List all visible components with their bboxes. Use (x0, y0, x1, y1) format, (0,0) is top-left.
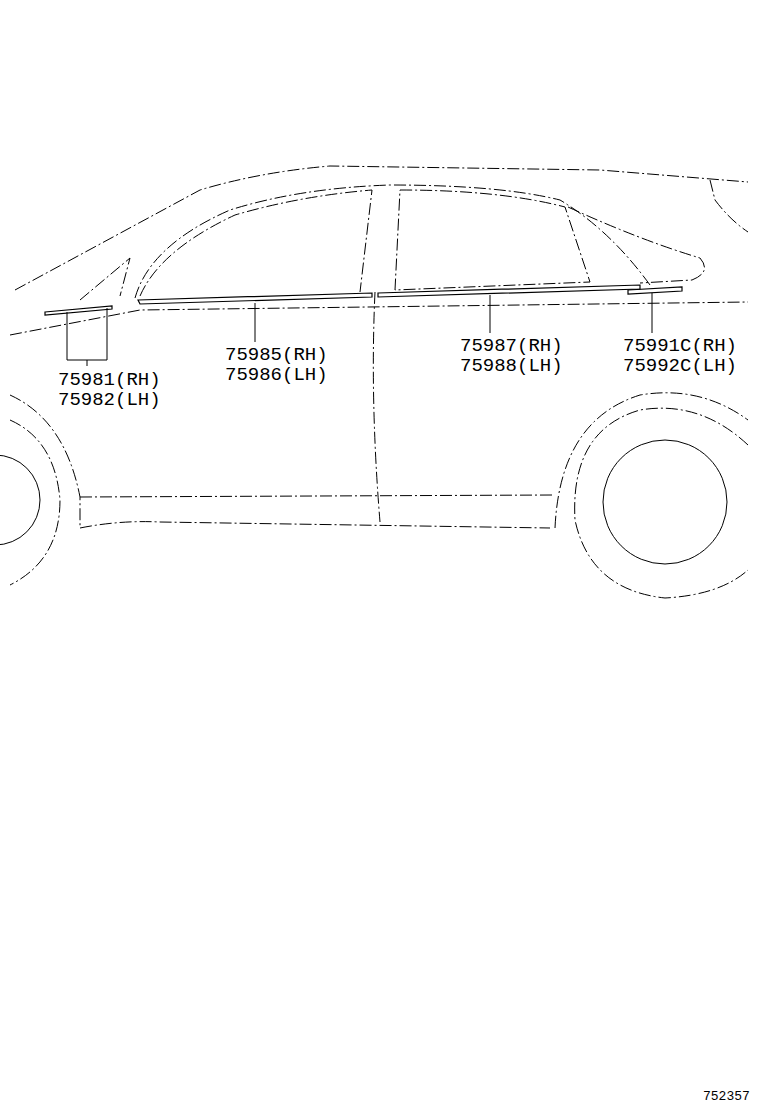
part-number: 75991C(RH) (622, 336, 738, 356)
leader-lines (67, 293, 652, 366)
moulding-parts (45, 285, 682, 315)
figure-number: 752357 (702, 1090, 751, 1104)
part-number: 75982(LH) (57, 390, 162, 410)
part-number: 75988(LH) (459, 356, 564, 376)
rear-wheel (603, 440, 727, 564)
car-body-outline (10, 166, 748, 598)
part-number: 75986(LH) (224, 365, 329, 385)
part-number: 75985(RH) (224, 345, 329, 365)
part-number: 75992C(LH) (622, 356, 738, 376)
part-number: 75987(RH) (459, 336, 564, 356)
front-wheel (0, 455, 40, 545)
part-number: 75981(RH) (57, 370, 162, 390)
